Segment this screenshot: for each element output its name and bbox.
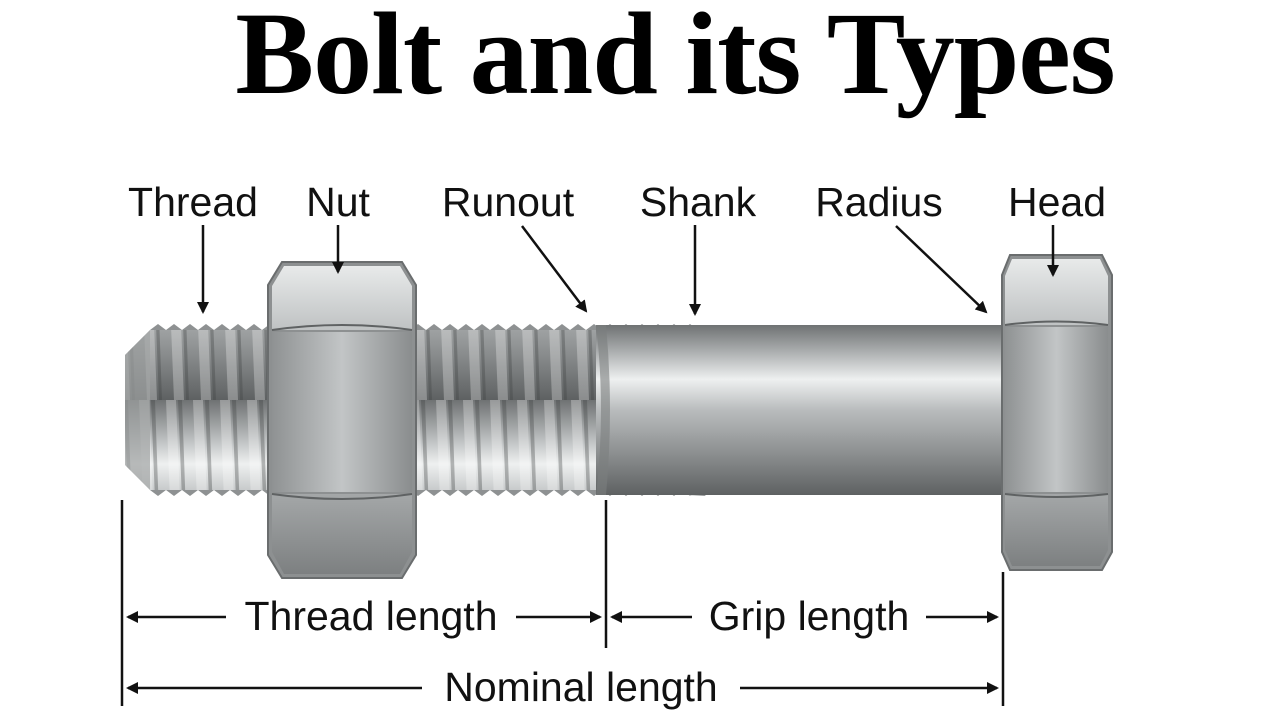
label-runout: Runout (442, 179, 575, 225)
label-shank: Shank (640, 179, 757, 225)
pointer-runout (521, 225, 588, 313)
shank (596, 325, 1008, 495)
label-thread-length: Thread length (244, 593, 497, 639)
pointer-radius (895, 225, 988, 314)
label-grip-length: Grip length (709, 593, 910, 639)
page-title: Bolt and its Types (235, 0, 1115, 119)
bolt-head (1001, 254, 1113, 571)
nut (267, 261, 417, 579)
label-radius: Radius (815, 179, 943, 225)
thread-end (125, 330, 270, 490)
label-nut: Nut (306, 179, 370, 225)
thread-section (410, 330, 600, 490)
label-nominal-length: Nominal length (444, 664, 718, 710)
label-thread: Thread (128, 179, 258, 225)
label-head: Head (1008, 179, 1106, 225)
